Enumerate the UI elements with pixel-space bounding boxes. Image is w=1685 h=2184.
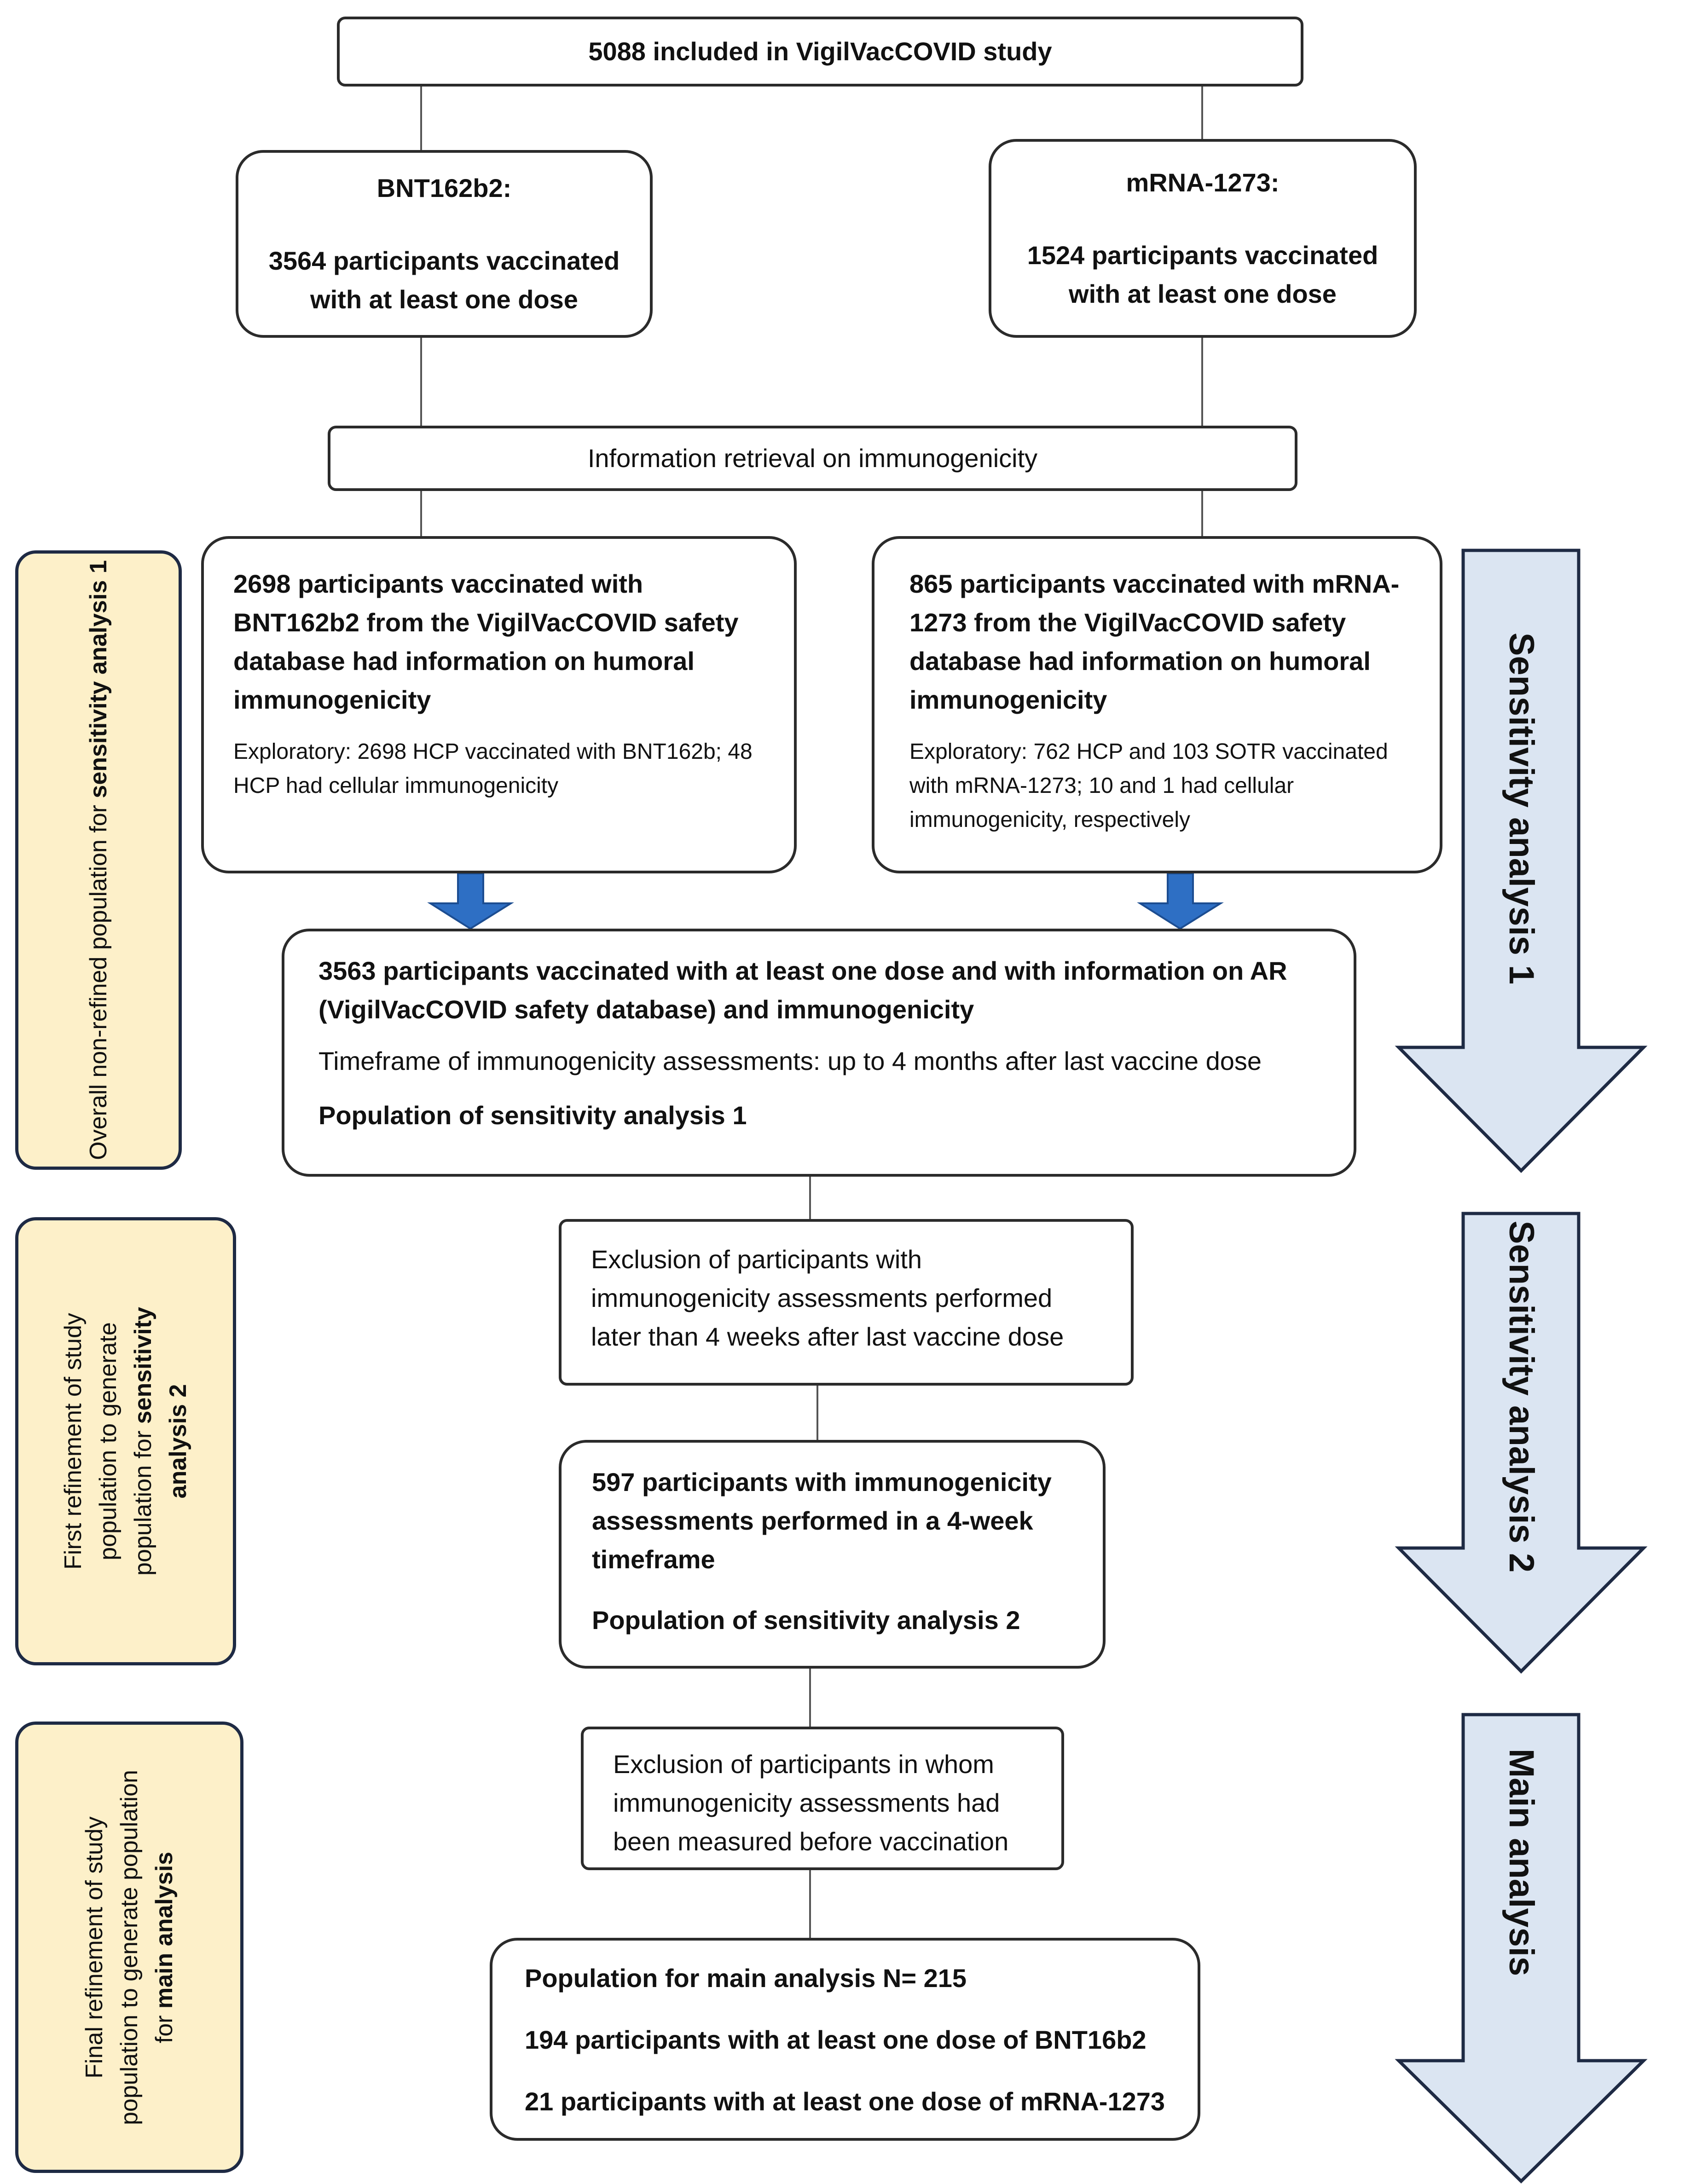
side-label-sensitivity-2: First refinement of study population to … — [15, 1217, 236, 1665]
sensitivity-2-population-box: 597 participants with immunogenicity ass… — [559, 1440, 1106, 1669]
arrow-label-sensitivity-2: Sensitivity analysis 2 — [1502, 1220, 1541, 1573]
mrna-box: mRNA-1273: 1524 participants vaccinated … — [989, 139, 1417, 338]
side-label-1-normal: Overall non-refined population for — [85, 798, 112, 1160]
retrieval-label: Information retrieval on immunogenicity — [587, 444, 1038, 473]
mrna-line2: with at least one dose — [1069, 279, 1337, 308]
bnt-box: BNT162b2: 3564 participants vaccinated w… — [236, 150, 653, 338]
mrna-line1: 1524 participants vaccinated — [1027, 241, 1378, 270]
combined-timeframe: Timeframe of immunogenicity assessments:… — [318, 1046, 1262, 1075]
main-pop-mrna: 21 participants with at least one dose o… — [525, 2087, 1165, 2116]
side-arrow-2 — [1395, 1212, 1648, 1674]
bnt-immunogenicity-box: 2698 participants vaccinated with BNT162… — [201, 536, 797, 873]
side-arrow-3 — [1395, 1713, 1648, 2184]
down-arrow-right — [1137, 872, 1224, 930]
bnt-line1: 3564 participants vaccinated — [268, 246, 620, 275]
side-label-3-text: Final refinement of study population to … — [77, 1768, 182, 2127]
bnt-immunogenicity-exploratory: Exploratory: 2698 HCP vaccinated with BN… — [233, 740, 753, 798]
side-arrow-1 — [1395, 549, 1648, 1173]
mrna-immunogenicity-box: 865 participants vaccinated with mRNA-12… — [872, 536, 1442, 873]
main-analysis-population-box: Population for main analysis N= 215 194 … — [490, 1938, 1200, 2141]
exclusion-2-text: Exclusion of participants in whom immuno… — [613, 1750, 1009, 1856]
main-pop-bnt: 194 participants with at least one dose … — [525, 2025, 1146, 2054]
exclusion-box-2: Exclusion of participants in whom immuno… — [581, 1727, 1064, 1870]
retrieval-box: Information retrieval on immunogenicity — [328, 426, 1297, 491]
exclusion-1-text: Exclusion of participants with immunogen… — [591, 1245, 1064, 1351]
sens2-population-label: Population of sensitivity analysis 2 — [592, 1606, 1020, 1635]
top-box: 5088 included in VigilVacCOVID study — [337, 17, 1303, 87]
exclusion-box-1: Exclusion of participants with immunogen… — [559, 1219, 1134, 1386]
bnt-line2: with at least one dose — [310, 285, 578, 314]
mrna-title: mRNA-1273: — [1126, 168, 1280, 197]
combined-main: 3563 participants vaccinated with at lea… — [318, 956, 1287, 1024]
side-label-sensitivity-1: Overall non-refined population for sensi… — [15, 550, 182, 1170]
mrna-immunogenicity-exploratory: Exploratory: 762 HCP and 103 SOTR vaccin… — [909, 740, 1388, 832]
arrow-label-sensitivity-1: Sensitivity analysis 1 — [1502, 632, 1541, 985]
combined-population-label: Population of sensitivity analysis 1 — [318, 1101, 747, 1130]
mrna-immunogenicity-main: 865 participants vaccinated with mRNA-12… — [909, 569, 1400, 714]
bnt-immunogenicity-main: 2698 participants vaccinated with BNT162… — [233, 569, 739, 714]
side-label-main-analysis: Final refinement of study population to … — [15, 1722, 243, 2173]
main-pop-title: Population for main analysis N= 215 — [525, 1964, 967, 1993]
bnt-title: BNT162b2: — [376, 173, 512, 202]
arrow-label-main-analysis: Main analysis — [1502, 1748, 1541, 1976]
side-label-3-bold: main analysis — [151, 1851, 178, 2009]
down-arrow-left — [427, 872, 514, 930]
side-label-2-text: First refinement of study population to … — [56, 1283, 196, 1600]
combined-population-box: 3563 participants vaccinated with at lea… — [282, 929, 1356, 1177]
side-label-1-bold: sensitivity analysis 1 — [85, 560, 112, 798]
top-box-label: 5088 included in VigilVacCOVID study — [588, 37, 1052, 66]
sens2-main: 597 participants with immunogenicity ass… — [592, 1468, 1052, 1574]
side-label-1-text: Overall non-refined population for sensi… — [81, 560, 116, 1160]
